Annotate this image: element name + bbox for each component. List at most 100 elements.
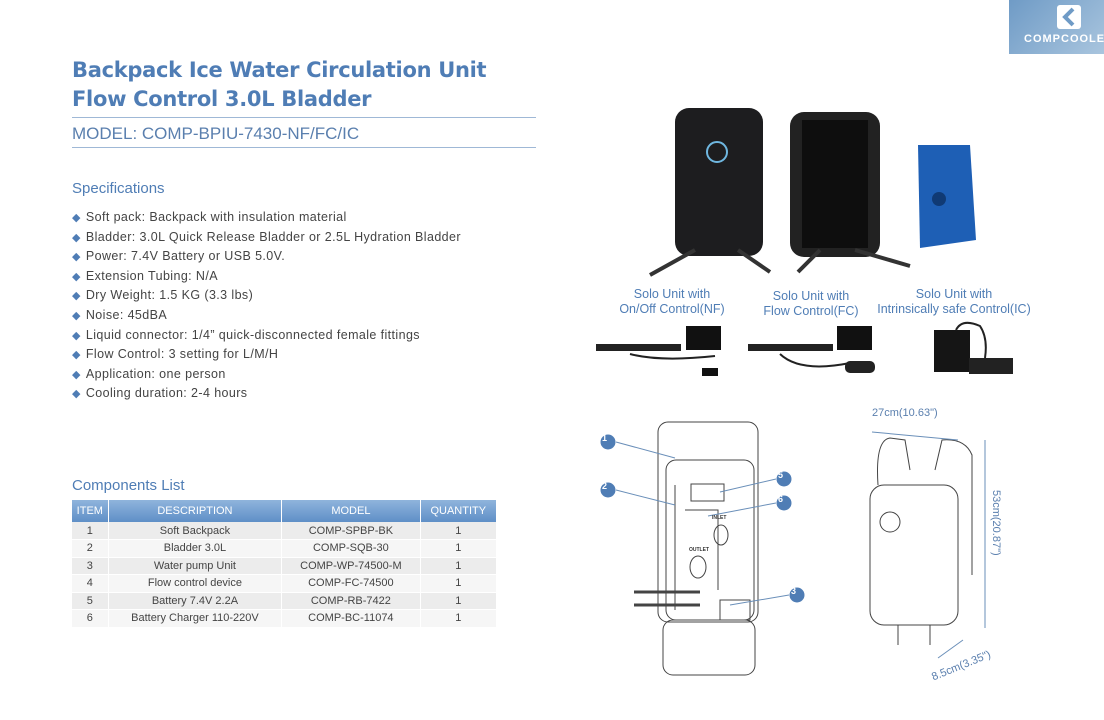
table-cell: 1 — [420, 557, 498, 575]
column-header: QUANTITY — [420, 500, 498, 522]
table-cell: 4 — [72, 574, 109, 593]
table-cell: Soft Backpack — [108, 522, 283, 540]
callout-6-label: 6 — [778, 494, 784, 504]
backpack-diagrams — [599, 421, 986, 676]
compcooler-logo: COMPCOOLER — [1009, 0, 1104, 54]
height-dimension: 53cm(20.87") — [990, 490, 1002, 556]
table-cell: Battery Charger 110-220V — [108, 609, 283, 628]
table-cell: Water pump Unit — [108, 557, 283, 575]
page-title: Backpack Ice Water Circulation Unit Flow… — [72, 56, 487, 114]
diamond-bullet-icon: ◆ — [72, 368, 81, 381]
spec-text: Bladder: 3.0L Quick Release Bladder or 2… — [85, 229, 461, 244]
callout-3-label: 3 — [791, 586, 797, 596]
nf-unit-image — [596, 326, 721, 376]
title-line-2: Flow Control 3.0L Bladder — [72, 87, 372, 111]
spec-text: Flow Control: 3 setting for L/M/H — [85, 347, 279, 362]
table-cell: COMP-RB-7422 — [281, 592, 421, 610]
model-number: MODEL: COMP-BPIU-7430-NF/FC/IC — [72, 124, 360, 143]
table-cell: COMP-SQB-30 — [281, 539, 421, 558]
callout-5-label: 5 — [778, 470, 784, 480]
spec-item: ◆ Dry Weight: 1.5 KG (3.3 lbs) — [72, 286, 461, 306]
spec-item: ◆ Flow Control: 3 setting for L/M/H — [72, 345, 461, 365]
logo-mark-icon — [1057, 5, 1081, 29]
spec-text: Dry Weight: 1.5 KG (3.3 lbs) — [85, 288, 254, 303]
dimension-diagram — [869, 431, 986, 659]
divider — [72, 117, 536, 118]
backpack-front-image — [649, 108, 772, 277]
spec-text: Power: 7.4V Battery or USB 5.0V. — [85, 249, 286, 264]
internal-layout-diagram — [634, 421, 759, 676]
spec-item: ◆ Liquid connector: 1/4” quick-disconnect… — [72, 326, 461, 346]
table-cell: 2 — [72, 539, 109, 558]
divider — [72, 147, 536, 148]
table-cell: Bladder 3.0L — [108, 539, 283, 558]
spec-text: Liquid connector: 1/4” quick-disconnecte… — [85, 327, 420, 342]
table-cell: COMP-FC-74500 — [281, 574, 421, 593]
spec-item: ◆ Bladder: 3.0L Quick Release Bladder or … — [72, 228, 461, 248]
logo-text: COMPCOOLER — [1024, 33, 1104, 45]
spec-item: ◆ Application: one person — [72, 365, 461, 385]
table-cell: COMP-SPBP-BK — [281, 522, 421, 540]
table-cell: 1 — [420, 539, 498, 558]
column-header: ITEM — [72, 500, 109, 522]
callout-1-label: 1 — [602, 433, 608, 443]
table-cell: 5 — [72, 592, 109, 610]
fc-unit-image — [748, 326, 875, 373]
table-cell: 1 — [420, 592, 498, 610]
diamond-bullet-icon: ◆ — [72, 329, 81, 342]
callout-2-label: 2 — [602, 481, 608, 491]
column-header: MODEL — [281, 500, 421, 522]
spec-text: Cooling duration: 2-4 hours — [85, 386, 248, 401]
table-cell: 1 — [420, 574, 498, 593]
table-cell: COMP-WP-74500-M — [281, 557, 421, 575]
table-cell: Flow control device — [108, 574, 283, 593]
spec-item: ◆ Soft pack: Backpack with insulation mat… — [72, 208, 461, 228]
diamond-bullet-icon: ◆ — [72, 270, 81, 283]
diamond-bullet-icon: ◆ — [72, 309, 81, 322]
diamond-bullet-icon: ◆ — [72, 388, 81, 401]
specifications-list: ◆ Soft pack: Backpack with insulation mat… — [72, 208, 461, 404]
bladder-image — [918, 145, 976, 248]
table-cell: 3 — [72, 557, 109, 575]
diamond-bullet-icon: ◆ — [72, 290, 81, 303]
table-cell: COMP-BC-11074 — [281, 609, 421, 628]
width-dimension: 27cm(10.63") — [872, 407, 938, 419]
table-cell: Battery 7.4V 2.2A — [108, 592, 283, 610]
column-header: DESCRIPTION — [108, 500, 283, 522]
spec-text: Application: one person — [85, 366, 226, 381]
ic-unit-image — [934, 321, 1013, 374]
specifications-heading: Specifications — [72, 180, 165, 197]
spec-item: ◆ Extension Tubing: N/A — [72, 267, 461, 287]
outlet-label: OUTLET — [689, 547, 709, 553]
spec-text: Extension Tubing: N/A — [85, 268, 218, 283]
inlet-label: INLET — [712, 515, 727, 521]
diamond-bullet-icon: ◆ — [72, 212, 81, 224]
backpack-back-image — [790, 112, 911, 274]
spec-item: ◆ Cooling duration: 2-4 hours — [72, 384, 461, 404]
diamond-bullet-icon: ◆ — [72, 349, 81, 362]
spec-text: Noise: 45dBA — [85, 307, 168, 322]
components-heading: Components List — [72, 477, 185, 494]
unit-photos — [596, 321, 1013, 376]
diamond-bullet-icon: ◆ — [72, 251, 81, 264]
spec-item: ◆ Power: 7.4V Battery or USB 5.0V. — [72, 247, 461, 267]
table-cell: 6 — [72, 609, 109, 628]
spec-text: Soft pack: Backpack with insulation mate… — [85, 210, 347, 224]
table-cell: 1 — [72, 522, 109, 540]
table-cell: 1 — [420, 522, 498, 540]
title-line-1: Backpack Ice Water Circulation Unit — [72, 58, 487, 82]
product-photos — [649, 108, 976, 277]
spec-item: ◆ Noise: 45dBA — [72, 306, 461, 326]
diamond-bullet-icon: ◆ — [72, 231, 81, 244]
table-cell: 1 — [420, 609, 498, 628]
